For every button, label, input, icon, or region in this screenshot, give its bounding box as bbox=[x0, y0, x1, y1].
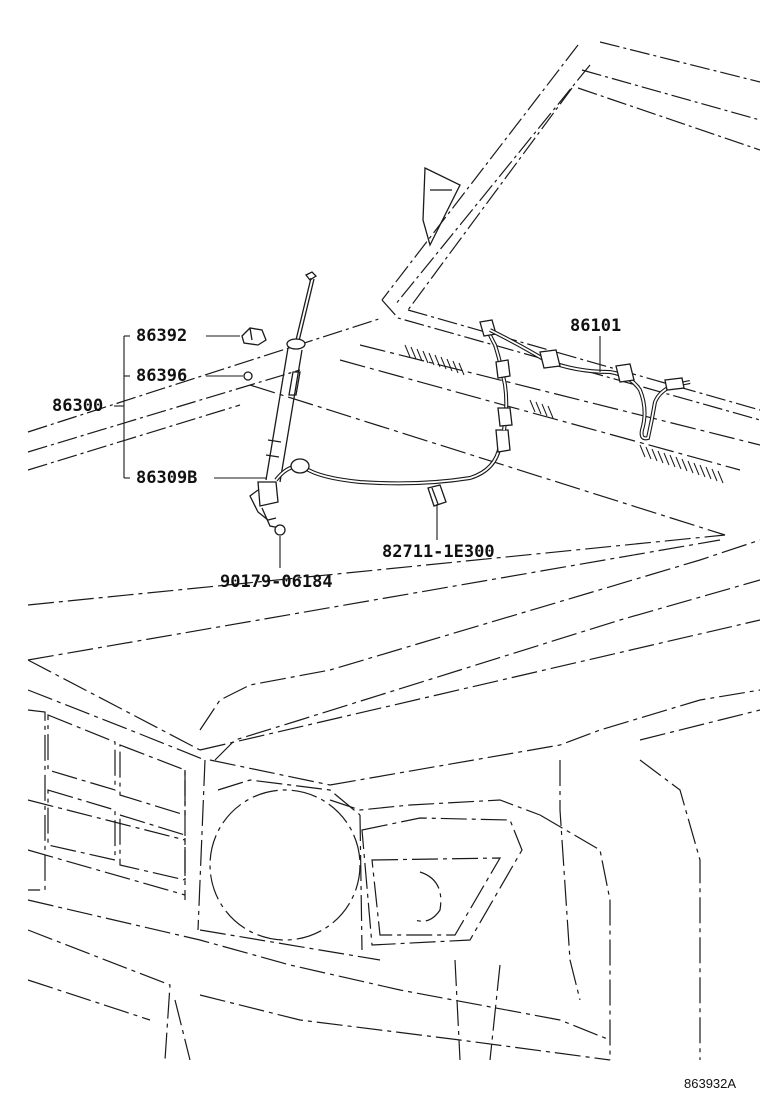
antenna-cable bbox=[274, 319, 513, 486]
part-number-86309b: 86309B bbox=[136, 468, 198, 488]
antenna-assembly bbox=[249, 271, 318, 536]
figure-code: 863932A bbox=[684, 1076, 737, 1091]
part-number-86300: 86300 bbox=[52, 396, 104, 416]
hood-outline bbox=[27, 317, 760, 786]
leader-lines bbox=[114, 335, 601, 568]
extension-cable bbox=[489, 328, 691, 441]
part-number-90179-06184: 90179-06184 bbox=[220, 572, 333, 592]
part-number-82711-1e300: 82711-1E300 bbox=[382, 542, 495, 562]
cowl-hatching bbox=[404, 344, 724, 484]
grille bbox=[27, 709, 186, 900]
headlamp bbox=[209, 779, 363, 951]
side-mirror bbox=[422, 166, 461, 247]
nut-86396 bbox=[243, 371, 253, 381]
turn-signal-lamp bbox=[361, 817, 523, 946]
part-number-86101: 86101 bbox=[570, 316, 622, 336]
part-number-86392: 86392 bbox=[136, 326, 188, 346]
part-number-86396: 86396 bbox=[136, 366, 188, 386]
clamp-82711 bbox=[427, 484, 447, 507]
vehicle-front bbox=[27, 539, 760, 1061]
bezel-86392 bbox=[241, 327, 267, 346]
